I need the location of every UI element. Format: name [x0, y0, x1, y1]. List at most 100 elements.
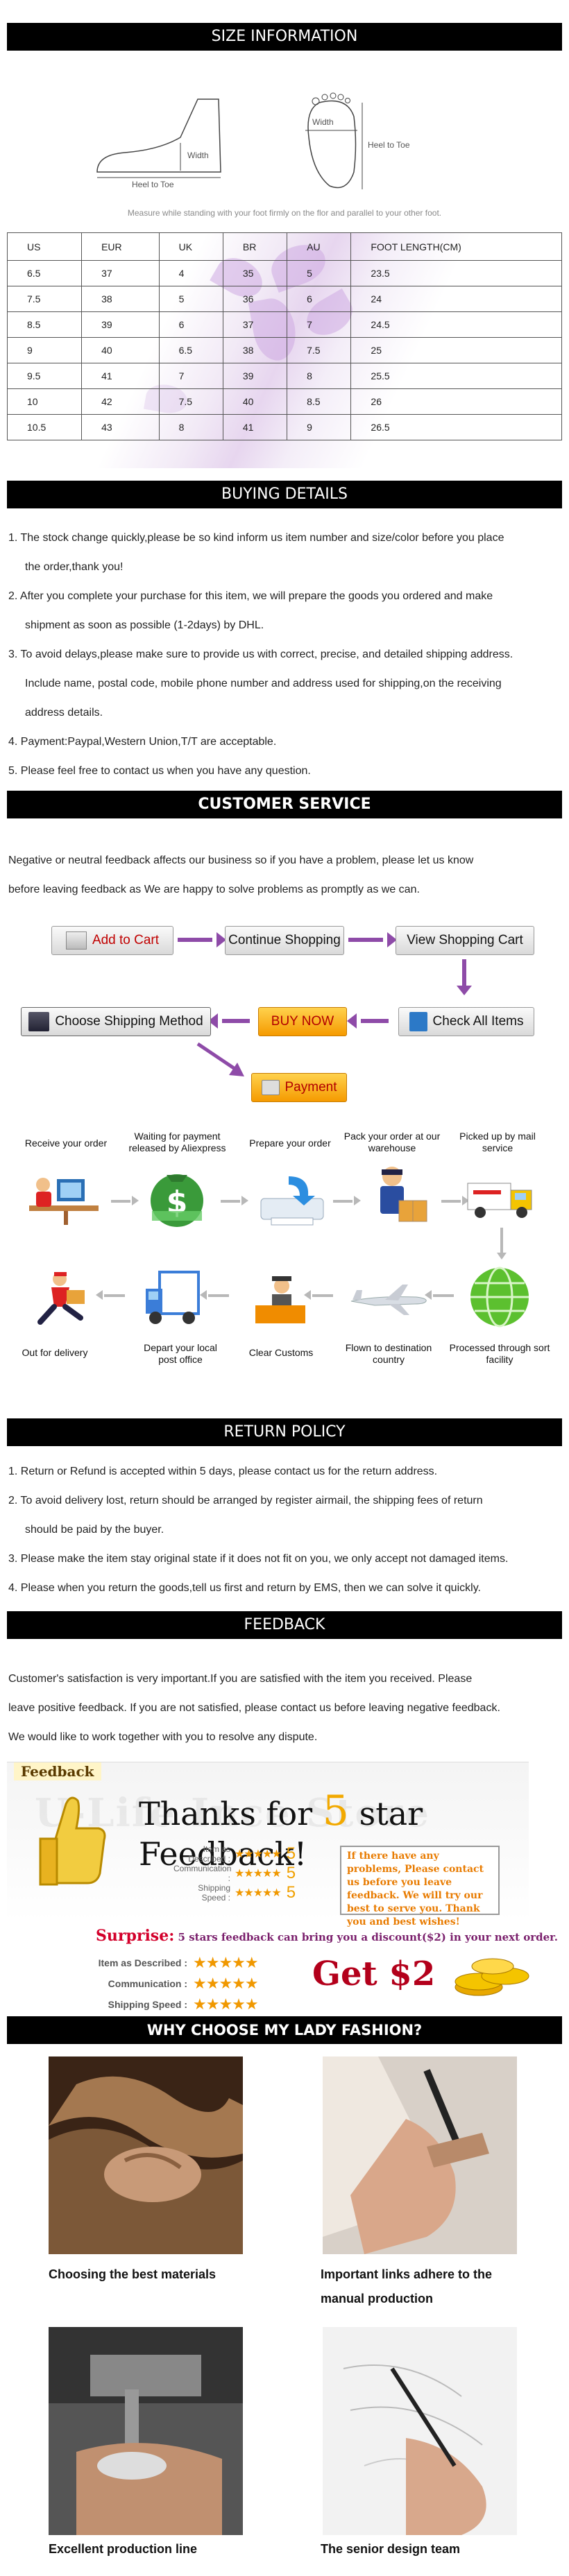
- flow-arrow: [347, 1013, 389, 1029]
- step-delivery-label: Out for delivery: [22, 1347, 88, 1358]
- caption-materials: Choosing the best materials: [49, 2267, 216, 2281]
- service-text: Negative or neutral feedback affects our…: [8, 846, 561, 904]
- leather-materials-photo: [49, 2056, 243, 2254]
- buying-line: Include name, postal code, mobile phone …: [25, 678, 502, 689]
- surprise-text: Surprise: 5 stars feedback can bring you…: [96, 1927, 558, 1945]
- step-prepare-label: Prepare your order: [249, 1137, 331, 1149]
- warehouse-worker-icon: [380, 1167, 427, 1222]
- feedback-header: FEEDBACK: [7, 1611, 562, 1639]
- caption-manual-2: manual production: [321, 2292, 433, 2305]
- size-cell: 36: [222, 286, 288, 312]
- feedback-banner-title: Thanks for 5 star Feedback!: [139, 1787, 423, 1873]
- size-cell: 4: [158, 260, 223, 286]
- return-policy-header: RETURN POLICY: [7, 1418, 562, 1446]
- money-bag-icon: $: [151, 1174, 203, 1227]
- rating-row: Shipping Speed : ★★★★★ 5: [198, 1883, 296, 1903]
- step-arrow: [96, 1290, 125, 1300]
- size-cell: 6.5: [6, 260, 83, 286]
- feedback-banner: U-Life Ince Store Feedback Thanks for 5 …: [7, 1762, 529, 1927]
- service-line: Negative or neutral feedback affects our…: [8, 855, 474, 866]
- add-to-cart-button[interactable]: Add to Cart: [51, 926, 173, 955]
- size-cell: 8: [158, 414, 223, 440]
- mail-truck-icon: [467, 1183, 532, 1218]
- step-depart-label: Depart your local post office: [144, 1342, 217, 1365]
- buy-now-button[interactable]: BUY NOW: [258, 1007, 347, 1036]
- size-cell: 24.5: [350, 311, 562, 338]
- return-line: 3. Please make the item stay original st…: [8, 1553, 509, 1565]
- running-courier-icon: [37, 1272, 85, 1325]
- design-team-photo: [323, 2327, 517, 2535]
- stars-icon: ★★★★★: [193, 1954, 259, 1971]
- stars-icon: ★★★★★: [235, 1848, 282, 1860]
- return-line: should be paid by the buyer.: [25, 1524, 164, 1536]
- rating-row: Item as Described : ★★★★★: [98, 1954, 259, 1971]
- size-cell: 8: [287, 363, 352, 389]
- airplane-icon: [350, 1285, 427, 1315]
- production-line-photo: [49, 2327, 243, 2535]
- buying-line: shipment as soon as possible (1-2days) b…: [25, 619, 264, 631]
- rating-row: Communication : ★★★★★: [108, 1975, 259, 1992]
- caption-manual-1: Important links adhere to the: [321, 2267, 493, 2281]
- step-arrow: [111, 1196, 139, 1205]
- rating-row: Item as Described : ★★★★★ 5: [188, 1844, 296, 1864]
- size-cell: 7: [287, 311, 352, 338]
- payment-button[interactable]: Payment: [251, 1073, 347, 1102]
- feedback-line: leave positive feedback. If you are not …: [8, 1702, 500, 1714]
- size-cell: 7.5: [158, 388, 223, 415]
- buying-line: the order,thank you!: [25, 561, 124, 573]
- return-line: 2. To avoid delivery lost, return should…: [8, 1495, 483, 1506]
- size-cell: 39: [222, 363, 288, 389]
- stars-icon: ★★★★★: [235, 1887, 282, 1899]
- five-highlight: 5: [322, 1787, 349, 1835]
- size-cell: 9.5: [6, 363, 83, 389]
- continue-shopping-button[interactable]: Continue Shopping: [225, 926, 344, 955]
- size-cell: 7.5: [287, 337, 352, 363]
- buying-line: 5. Please feel free to contact us when y…: [8, 765, 311, 777]
- check-all-items-button[interactable]: Check All Items: [398, 1007, 534, 1036]
- measure-note: Measure while standing with your foot fi…: [127, 208, 442, 218]
- size-cell: 10.5: [6, 414, 83, 440]
- stars-icon: ★★★★★: [193, 1995, 259, 2013]
- rating-box: Item as Described : ★★★★★ 5 Communicatio…: [173, 1844, 319, 1907]
- size-cell: 7.5: [6, 286, 83, 312]
- return-line: 4. Please when you return the goods,tell…: [8, 1582, 481, 1594]
- size-cell: 39: [81, 311, 160, 338]
- cart-icon: [65, 931, 87, 950]
- checklist-icon: [409, 1012, 427, 1031]
- return-policy-list: 1. Return or Refund is accepted within 5…: [8, 1457, 561, 1603]
- customer-service-header: CUSTOMER SERVICE: [7, 791, 562, 818]
- step-receive-label: Receive your order: [24, 1137, 108, 1149]
- customs-officer-icon: [255, 1276, 305, 1323]
- buying-line: 3. To avoid delays,please make sure to p…: [8, 649, 513, 660]
- size-cell: 40: [222, 388, 288, 415]
- buying-line: 1. The stock change quickly,please be so…: [8, 532, 504, 544]
- step-arrow: [200, 1290, 229, 1300]
- printer-icon: [260, 1176, 324, 1226]
- step-waiting-label: Waiting for payment released by Aliexpre…: [128, 1131, 226, 1153]
- col-eur: EUR: [81, 232, 160, 261]
- caption-design-team: The senior design team: [321, 2542, 461, 2556]
- flow-arrow: [348, 932, 397, 947]
- problem-note: If there have any problems, Please conta…: [340, 1846, 500, 1927]
- size-cell: 26.5: [350, 414, 562, 440]
- shipping-icon: [28, 1012, 50, 1031]
- step-arrow-down: [500, 1228, 503, 1254]
- view-shopping-cart-button[interactable]: View Shopping Cart: [396, 926, 534, 955]
- caption-production-line: Excellent production line: [49, 2542, 198, 2556]
- buying-line: 2. After you complete your purchase for …: [8, 590, 493, 602]
- col-br: BR: [222, 232, 288, 261]
- choose-shipping-method-button[interactable]: Choose Shipping Method: [21, 1007, 211, 1036]
- buying-details-list: 1. The stock change quickly,please be so…: [8, 524, 561, 786]
- size-table-header-row: US EUR UK BR AU FOOT LENGTH(CM): [6, 232, 562, 261]
- col-foot-length: FOOT LENGTH(CM): [350, 232, 562, 261]
- flow-arrow: [178, 932, 226, 947]
- size-cell: 25.5: [350, 363, 562, 389]
- size-cell: 9: [6, 337, 83, 363]
- arrow-head-down: [457, 986, 472, 995]
- buying-line: address details.: [25, 707, 103, 719]
- col-uk: UK: [158, 232, 223, 261]
